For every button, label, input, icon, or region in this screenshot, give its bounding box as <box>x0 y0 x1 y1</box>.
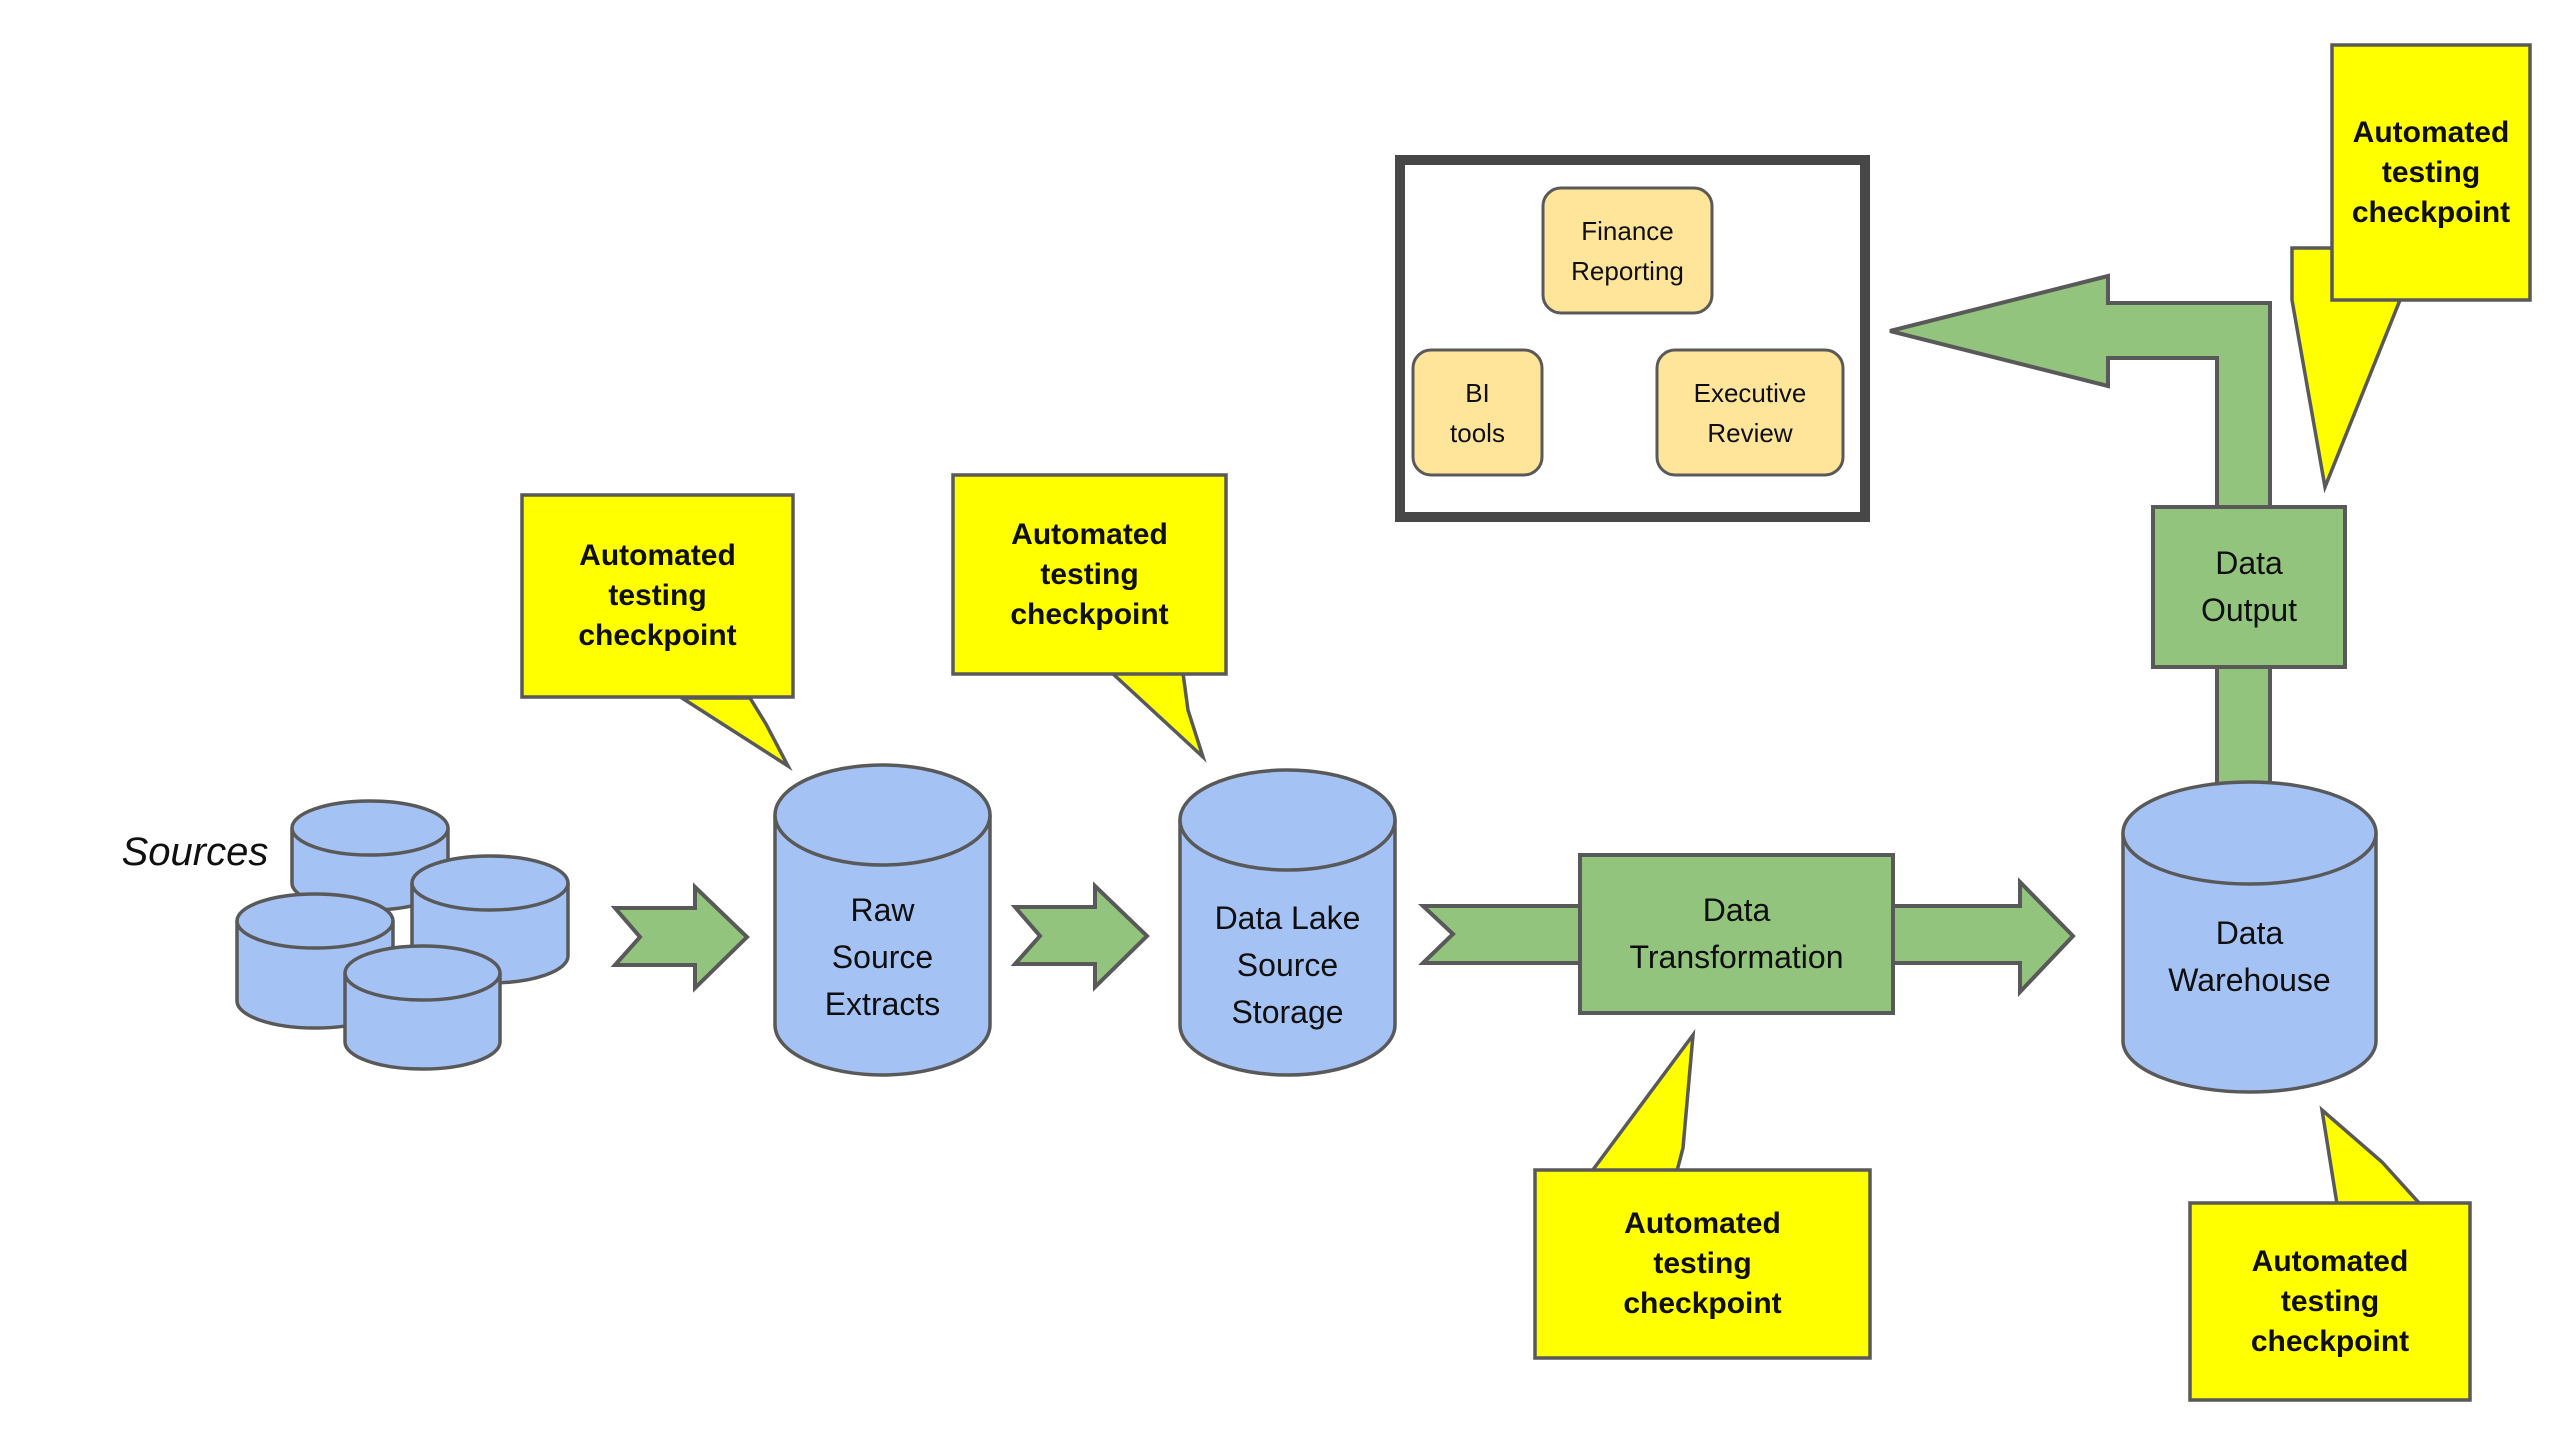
arrow-raw-to-lake-icon <box>1010 881 1150 992</box>
checkpoint-callout-raw <box>520 493 795 772</box>
checkpoint-callout-output <box>2290 43 2532 494</box>
finance-reporting-box <box>1541 186 1714 315</box>
bi-tools-box <box>1411 348 1544 477</box>
executive-review-box <box>1655 348 1845 477</box>
data-lake-source-storage-cylinder <box>1178 768 1397 1077</box>
data-warehouse-cylinder <box>2121 780 2378 1094</box>
checkpoint-callout-lake <box>951 473 1228 763</box>
arrow-sources-to-raw-icon <box>610 882 750 993</box>
data-transformation-box <box>1578 853 1895 1015</box>
sources-cylinder-cluster-icon <box>235 799 570 1071</box>
checkpoint-callout-transformation <box>1533 1028 1872 1360</box>
database-cylinder-icon <box>343 944 502 1071</box>
data-output-box <box>2151 505 2347 669</box>
database-cylinder-icon <box>290 799 450 912</box>
checkpoint-callout-warehouse <box>2188 1105 2472 1402</box>
raw-source-extracts-cylinder <box>773 763 992 1077</box>
